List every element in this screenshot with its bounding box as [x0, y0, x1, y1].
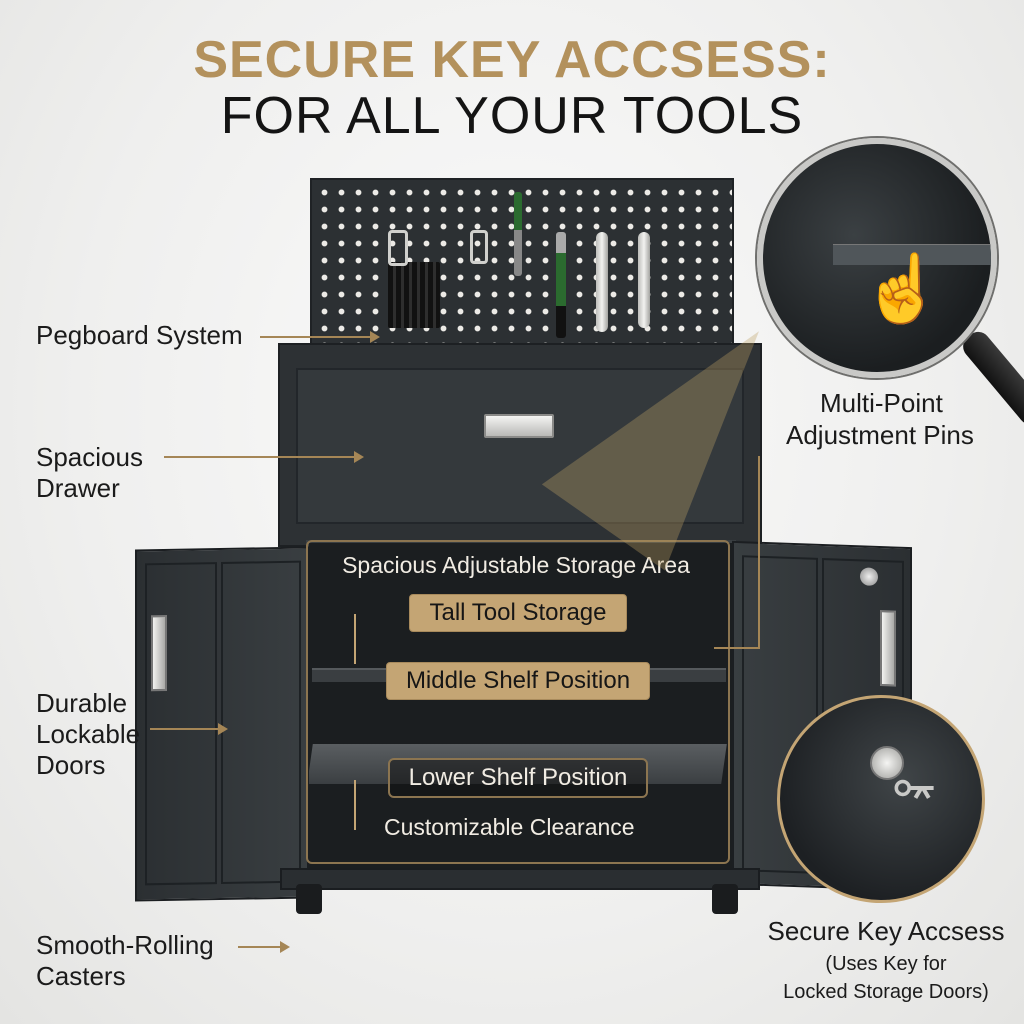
storage-area-frame	[306, 540, 730, 864]
tall-storage-bracket	[354, 614, 356, 664]
pins-connector	[758, 456, 760, 648]
caster-wheel	[712, 884, 738, 914]
casters-label-2: Casters	[36, 961, 126, 991]
pins-connector-h	[714, 647, 760, 649]
lock-cylinder	[870, 746, 904, 780]
drawer-label-2: Drawer	[36, 473, 120, 503]
door-handle	[880, 610, 896, 687]
pegboard	[310, 178, 734, 354]
magnifying-glass-handle	[958, 327, 1024, 430]
title-line-1: SECURE KEY ACCSESS:	[193, 31, 831, 89]
doors-label-2: Lockable	[36, 719, 141, 749]
cabinet-base	[280, 868, 760, 890]
doors-arrow	[150, 723, 228, 735]
key-access-sub-1: (Uses Key for	[825, 953, 947, 975]
pins-label-1: Multi-Point	[820, 388, 943, 418]
tool-bit-rack	[388, 262, 440, 328]
storage-area-title: Spacious Adjustable Storage Area	[342, 552, 690, 578]
key-access-title: Secure Key Accsess	[767, 916, 1005, 946]
adjustment-pin-bar	[833, 244, 991, 265]
casters-arrow	[238, 941, 290, 953]
doors-label-1: Durable	[36, 688, 128, 718]
doors-label-3: Doors	[36, 750, 106, 780]
key-icon: ⚷	[888, 770, 942, 806]
pins-label-2: Adjustment Pins	[786, 420, 974, 450]
caster-wheel	[296, 884, 322, 914]
customizable-clearance-label: Customizable Clearance	[384, 814, 635, 840]
lower-shelf-position-label: Lower Shelf Position	[388, 758, 648, 798]
casters-label-1: Smooth-Rolling	[36, 930, 214, 960]
title-line-2: FOR ALL YOUR TOOLS	[220, 87, 804, 145]
pegboard-label: Pegboard System	[36, 320, 243, 350]
lock-icon	[860, 567, 878, 586]
key-lock-detail: ⚷	[777, 695, 985, 903]
wrench	[596, 232, 608, 332]
tall-tool-storage-label: Tall Tool Storage	[409, 594, 627, 632]
middle-shelf-position-label: Middle Shelf Position	[386, 662, 650, 700]
key-access-sub-2: Locked Storage Doors)	[783, 981, 989, 1003]
hook	[388, 230, 408, 266]
hook	[470, 230, 488, 264]
clearance-bracket	[354, 780, 356, 830]
drawer-arrow	[164, 451, 364, 463]
screwdriver	[556, 232, 566, 338]
door-handle	[151, 614, 167, 692]
magnifying-glass-icon: ☝	[757, 138, 997, 378]
wrench	[638, 232, 650, 328]
drawer-label-1: Spacious	[36, 442, 143, 472]
hand-pointer-icon: ☝	[861, 251, 944, 325]
pegboard-arrow	[260, 331, 380, 343]
drawer	[296, 368, 744, 524]
screwdriver	[514, 192, 522, 276]
drawer-handle	[484, 414, 554, 438]
